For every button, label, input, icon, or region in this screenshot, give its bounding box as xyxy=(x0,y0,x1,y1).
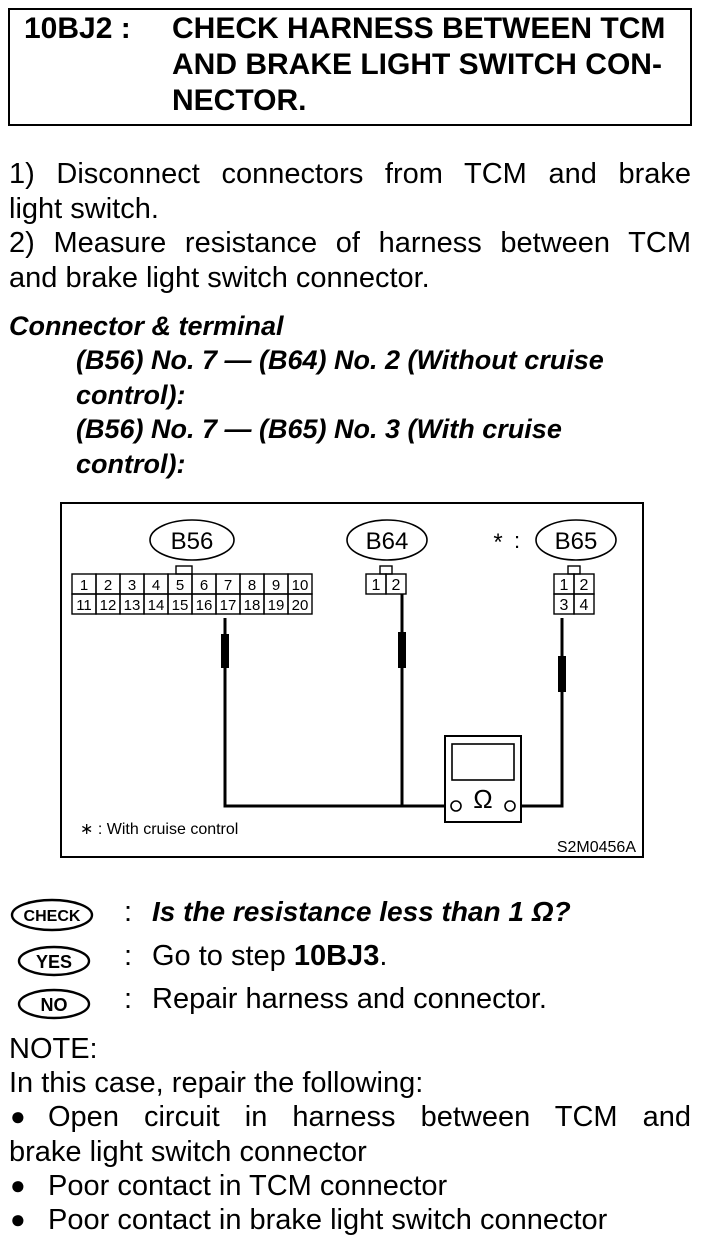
b64-pin-2: 2 xyxy=(392,577,401,594)
b56-pin-16: 16 xyxy=(196,597,213,614)
diagram-code: S2M0456A xyxy=(557,839,636,856)
note-item-2: Poor contact in TCM connector xyxy=(48,1170,448,1202)
b56-latch xyxy=(175,565,193,575)
connector-line-4: control): xyxy=(76,449,186,479)
svg-text:YES: YES xyxy=(36,952,72,972)
connector-heading: Connector & terminal xyxy=(9,311,284,341)
ohmmeter-terminal-left xyxy=(450,800,462,812)
b56-label: B56 xyxy=(171,528,214,555)
b56-pin-3: 3 xyxy=(128,577,136,594)
svg-text:CHECK: CHECK xyxy=(24,908,81,925)
note-item-1-line-1: Open circuit in harness between TCM and xyxy=(48,1101,691,1133)
bullet-1: ● xyxy=(10,1101,26,1131)
svg-text:NO: NO xyxy=(41,995,68,1015)
b56-pin-8: 8 xyxy=(248,577,256,594)
diagram-note: ∗ : With cruise control xyxy=(80,821,238,838)
note-intro: In this case, repair the following: xyxy=(9,1067,424,1099)
instruction-line-4: and brake light switch connector. xyxy=(9,262,430,294)
connector-line-2: control): xyxy=(76,380,186,410)
b56-pin-10: 10 xyxy=(292,577,309,594)
b64-pin-1: 1 xyxy=(372,577,381,594)
connector-line-3: (B56) No. 7 — (B65) No. 3 (With cruise xyxy=(76,414,562,444)
b65-pin-1: 1 xyxy=(560,577,569,594)
b65-latch xyxy=(567,565,581,575)
probe-b65 xyxy=(558,656,566,692)
b65-pin-4: 4 xyxy=(580,597,589,614)
b65-label: B65 xyxy=(555,528,598,555)
no-badge: NO xyxy=(17,988,91,1020)
ohm-symbol: Ω xyxy=(473,784,492,814)
b56-pin-20: 20 xyxy=(292,597,309,614)
b56-pin-12: 12 xyxy=(100,597,117,614)
b56-label-ellipse xyxy=(149,519,235,561)
b56-pin-1: 1 xyxy=(80,577,88,594)
note-item-1-line-2: brake light switch connector xyxy=(9,1136,367,1168)
wire-b56 xyxy=(223,618,456,808)
b56-pin-2: 2 xyxy=(104,577,112,594)
yes-badge: YES xyxy=(17,945,91,977)
b65-colon: : xyxy=(514,528,520,553)
note-label: NOTE: xyxy=(9,1033,98,1065)
ohmmeter-terminal-right xyxy=(504,800,516,812)
b64-label-ellipse xyxy=(346,519,428,561)
check-question: Is the resistance less than 1 Ω? xyxy=(152,896,571,927)
step-title-line-1: CHECK HARNESS BETWEEN TCM xyxy=(172,12,666,45)
b65-pin-cell-4 xyxy=(573,593,595,615)
yes-answer: Go to step 10BJ3. xyxy=(152,940,388,972)
b56-pin-14: 14 xyxy=(148,597,165,614)
instruction-line-2: light switch. xyxy=(9,193,159,225)
bullet-3: ● xyxy=(10,1204,26,1234)
no-separator: : xyxy=(124,983,133,1015)
b56-pin-15: 15 xyxy=(172,597,189,614)
b56-pin-6: 6 xyxy=(200,577,208,594)
instruction-line-3: 2) Measure resistance of harness between… xyxy=(9,227,691,259)
probe-b64 xyxy=(398,632,406,668)
connector-line-1: (B56) No. 7 — (B64) No. 2 (Without cruis… xyxy=(76,345,604,375)
note-item-3: Poor contact in brake light switch conne… xyxy=(48,1204,608,1236)
b56-pin-13: 13 xyxy=(124,597,141,614)
next-step-ref: 10BJ3 xyxy=(293,940,380,972)
b56-pin-9: 9 xyxy=(272,577,280,594)
b64-pin-cell-2 xyxy=(385,573,407,595)
check-separator: : xyxy=(124,896,133,928)
b56-pin-4: 4 xyxy=(152,577,160,594)
probe-b56 xyxy=(221,634,229,668)
b64-latch xyxy=(379,565,393,575)
check-badge: CHECK xyxy=(10,898,94,932)
b56-pin-17: 17 xyxy=(220,597,237,614)
b56-pin-7: 7 xyxy=(224,577,232,594)
step-header-box: 10BJ2 : CHECK HARNESS BETWEEN TCM AND BR… xyxy=(8,8,692,126)
step-number: 10BJ2 : xyxy=(24,12,131,45)
b64-label: B64 xyxy=(366,528,409,555)
bullet-2: ● xyxy=(10,1170,26,1200)
b65-pin-3: 3 xyxy=(560,597,569,614)
b56-pin-19: 19 xyxy=(268,597,285,614)
b56-pin-5: 5 xyxy=(176,577,184,594)
b56-pin-cell-20 xyxy=(287,593,313,615)
step-title-line-2: AND BRAKE LIGHT SWITCH CON- xyxy=(172,48,662,81)
yes-separator: : xyxy=(124,940,133,972)
ohmmeter-display xyxy=(451,743,515,781)
no-answer: Repair harness and connector. xyxy=(152,983,547,1015)
step-title-line-3: NECTOR. xyxy=(172,84,307,117)
instruction-line-1: 1) Disconnect connectors from TCM and br… xyxy=(9,158,691,190)
b65-pin-2: 2 xyxy=(580,577,589,594)
b65-asterisk: * xyxy=(493,529,502,556)
b56-pin-18: 18 xyxy=(244,597,261,614)
b65-label-ellipse xyxy=(535,519,617,561)
b56-pin-11: 11 xyxy=(76,597,92,614)
